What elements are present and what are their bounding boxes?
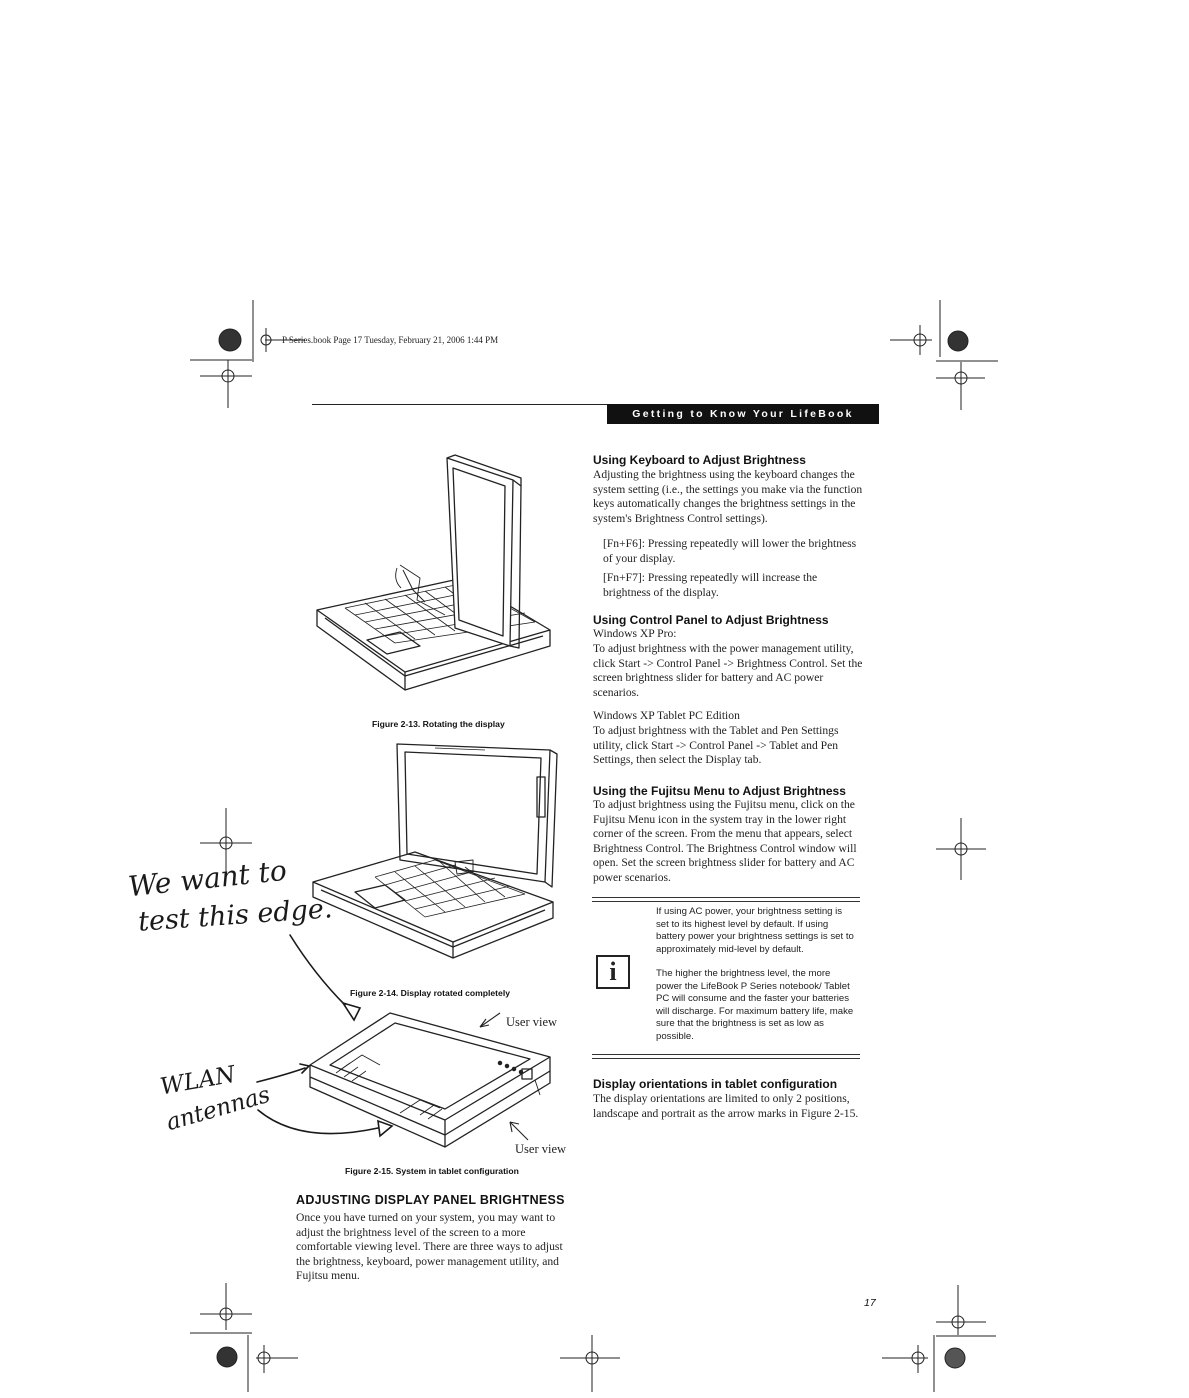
list-item-fn-f7: [Fn+F7]: Pressing repeatedly will increa…: [603, 571, 818, 599]
paragraph-xp-pro: To adjust brightness with the power mana…: [593, 642, 863, 699]
heading-control-panel-brightness: Using Control Panel to Adjust Brightness: [593, 613, 829, 627]
note-text-brightness-level: The higher the brightness level, the mor…: [656, 968, 854, 1042]
heading-adjusting-brightness: ADJUSTING DISPLAY PANEL BRIGHTNESS: [296, 1193, 565, 1207]
list-item-fn-f6: [Fn+F6]: Pressing repeatedly will lower …: [603, 537, 857, 565]
figure-2-14-caption: Figure 2-14. Display rotated completely: [350, 988, 510, 998]
figure-2-15-caption: Figure 2-15. System in tablet configurat…: [345, 1166, 519, 1176]
info-icon: i: [596, 955, 630, 989]
running-header: Getting to Know Your LifeBook: [607, 404, 879, 424]
paragraph-adjusting-brightness: Once you have turned on your system, you…: [296, 1211, 563, 1283]
user-view-label-bottom: User view: [515, 1142, 567, 1156]
header-rule: [312, 404, 607, 405]
figure-tablet-configuration: [309, 1012, 551, 1148]
note-rule-top-2: [592, 901, 860, 902]
page-number: 17: [864, 1297, 876, 1309]
heading-fujitsu-menu-brightness: Using the Fujitsu Menu to Adjust Brightn…: [593, 784, 846, 798]
paragraph-tablet-pc-edition: To adjust brightness with the Tablet and…: [593, 724, 839, 767]
paragraph-fujitsu-menu: To adjust brightness using the Fujitsu m…: [593, 798, 857, 884]
figure-rotating-display: [316, 454, 551, 691]
paragraph-display-orientations: The display orientations are limited to …: [593, 1092, 859, 1120]
subheading-tablet-pc-edition: Windows XP Tablet PC Edition: [593, 709, 740, 722]
heading-keyboard-brightness: Using Keyboard to Adjust Brightness: [593, 453, 806, 467]
figure-2-13-caption: Figure 2-13. Rotating the display: [372, 719, 505, 729]
note-box: i If using AC power, your brightness set…: [592, 897, 860, 1061]
note-rule-bottom: [592, 1054, 860, 1055]
paragraph-keyboard-brightness: Adjusting the brightness using the keybo…: [593, 468, 863, 525]
note-rule-bottom-2: [592, 1058, 860, 1059]
note-text-ac-power: If using AC power, your brightness setti…: [656, 906, 854, 955]
slug-line: P Series.book Page 17 Tuesday, February …: [282, 335, 499, 345]
subheading-windows-xp-pro: Windows XP Pro:: [593, 627, 677, 640]
note-rule-top: [592, 897, 860, 898]
figure-display-rotated: [312, 743, 558, 959]
heading-display-orientations: Display orientations in tablet configura…: [593, 1077, 838, 1091]
user-view-label-top: User view: [506, 1015, 558, 1029]
